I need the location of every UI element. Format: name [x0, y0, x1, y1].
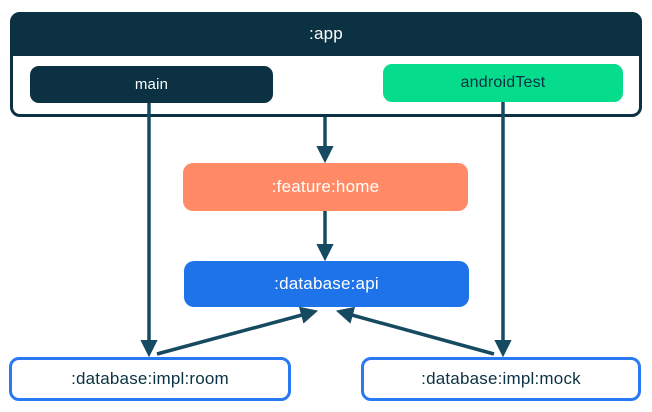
module-app-header: :app	[10, 12, 642, 56]
module-database-impl-mock-label: :database:impl:mock	[421, 369, 581, 388]
edge-impl-mock-to-database-api	[335, 306, 495, 356]
module-database-impl-mock: :database:impl:mock	[361, 357, 641, 401]
sourceset-androidtest-label: androidTest	[460, 74, 546, 91]
module-feature-home: :feature:home	[183, 163, 468, 211]
module-feature-home-label: :feature:home	[271, 177, 380, 196]
sourceset-main-label: main	[134, 76, 169, 93]
edge-impl-room-to-database-api	[156, 306, 319, 356]
sourceset-androidtest: androidTest	[383, 64, 623, 102]
sourceset-main: main	[30, 66, 273, 103]
module-app-label: :app	[309, 24, 343, 43]
module-database-api-label: :database:api	[274, 274, 379, 293]
module-database-impl-room-label: :database:impl:room	[71, 369, 229, 388]
module-database-api: :database:api	[184, 261, 469, 307]
module-database-impl-room: :database:impl:room	[9, 357, 291, 401]
